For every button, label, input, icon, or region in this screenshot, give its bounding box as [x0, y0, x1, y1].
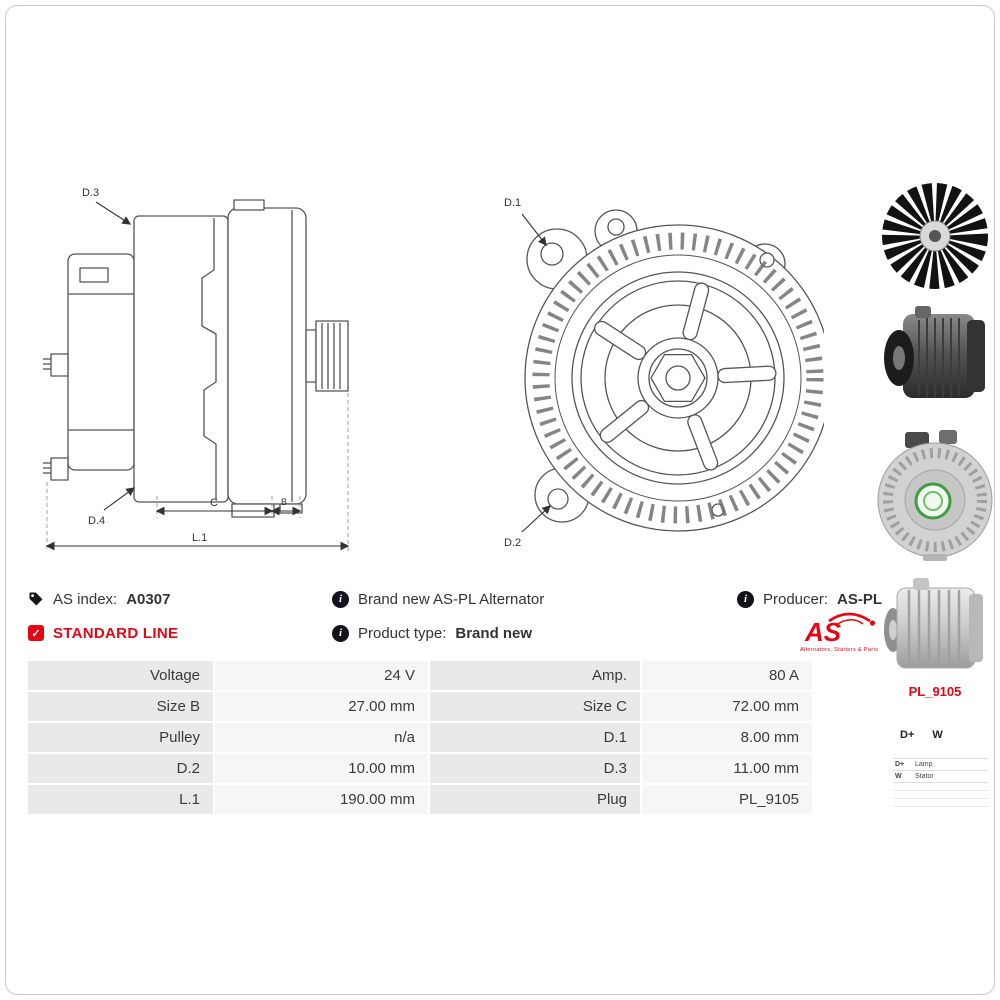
info-icon [737, 590, 754, 608]
pin-desc: Stator [915, 773, 934, 780]
spec-table: Voltage 24 V Amp. 80 A Size B 27.00 mm S… [26, 659, 814, 816]
logo-swoosh [828, 612, 871, 623]
as-pl-logo: AS Alternators, Starters & Parts [797, 610, 879, 659]
standard-line-row: STANDARD LINE [28, 623, 178, 643]
producer-label: Producer: [763, 590, 829, 608]
pin-name: W [895, 773, 902, 780]
terminal-stud-lower [50, 457, 69, 481]
as-index-value: A0307 [126, 590, 171, 608]
tag-icon [29, 592, 43, 606]
spec-label-cell: Size B [28, 692, 213, 721]
divider [893, 791, 989, 799]
table-row: Voltage 24 V Amp. 80 A [28, 661, 812, 690]
table-row: L.1 190.00 mm Plug PL_9105 [28, 785, 812, 814]
divider [893, 799, 989, 807]
pin-row: D+ Lamp [893, 759, 989, 771]
product-photo-rear-view [873, 428, 997, 562]
terminal-stud-upper [50, 353, 69, 377]
page-border [5, 5, 995, 995]
fan-blades [882, 183, 988, 289]
logo-tagline: Alternators, Starters & Parts [800, 647, 878, 653]
fan-nut [929, 230, 941, 242]
dim-label-d2: D.2 [504, 537, 521, 549]
product-type-value: Brand new [455, 624, 533, 642]
spec-value-cell: 8.00 mm [642, 723, 812, 752]
spec-value-cell: 24 V [215, 661, 428, 690]
plug-pins-header: D+ W [900, 729, 943, 741]
as-index-row: AS index: A0307 [28, 589, 170, 609]
plug-pin-table: D+ Lamp W Stator [893, 758, 989, 807]
spec-value-cell: 27.00 mm [215, 692, 428, 721]
product-type-row: Product type: Brand new [332, 623, 532, 643]
spec-label-cell: D.3 [430, 754, 640, 783]
spec-value-cell: PL_9105 [642, 785, 812, 814]
table-row: Size B 27.00 mm Size C 72.00 mm [28, 692, 812, 721]
info-icon [332, 624, 349, 642]
spec-label-cell: D.1 [430, 723, 640, 752]
as-index-label: AS index: [53, 590, 118, 608]
spec-value-cell: 10.00 mm [215, 754, 428, 783]
product-type-label: Product type: [358, 624, 447, 642]
brand-new-text: Brand new AS-PL Alternator [358, 590, 545, 608]
brand-new-row: Brand new AS-PL Alternator [332, 589, 544, 609]
product-photo-side-view [879, 300, 991, 410]
dim-label-d3: D.3 [82, 187, 99, 199]
spec-label-cell: Size C [430, 692, 640, 721]
product-photo-fan-view [878, 183, 992, 291]
producer-value: AS-PL [837, 590, 883, 608]
logo-text: AS [804, 617, 842, 647]
pin-name: D+ [895, 761, 905, 768]
spec-label-cell: Plug [430, 785, 640, 814]
table-row: Pulley n/a D.1 8.00 mm [28, 723, 812, 752]
d4-leader-line [103, 487, 136, 511]
info-icon [332, 590, 349, 608]
mounting-hole-d1 [540, 242, 564, 266]
plug-code: PL_9105 [908, 684, 962, 699]
spec-label-cell: D.2 [28, 754, 213, 783]
pin-desc: Lamp [915, 761, 933, 768]
dim-label-b: B [281, 497, 287, 507]
spec-value-cell: 80 A [642, 661, 812, 690]
dim-label-c: C [210, 497, 218, 509]
dim-label-d4: D.4 [88, 515, 105, 527]
front-bracket [227, 207, 307, 505]
mounting-hole-d2 [547, 488, 569, 510]
d3-leader-line [95, 201, 132, 225]
pin-row: W Stator [893, 771, 989, 783]
standard-line-label: STANDARD LINE [53, 624, 179, 642]
dim-label-d1: D.1 [504, 197, 521, 209]
spec-label-cell: Voltage [28, 661, 213, 690]
producer-row: Producer: AS-PL [737, 589, 882, 609]
product-photo-side-view-2 [879, 572, 991, 684]
rear-cover [67, 253, 135, 471]
divider [893, 783, 989, 791]
green-label [914, 482, 952, 520]
spec-value-cell: n/a [215, 723, 428, 752]
spec-value-cell: 11.00 mm [642, 754, 812, 783]
side-view-drawing: D.3 D.4 C B L.1 [43, 187, 350, 552]
cooling-slots-ring [532, 232, 824, 524]
dim-label-l1: L.1 [192, 532, 207, 544]
spec-value-cell: 72.00 mm [642, 692, 812, 721]
d2-leader-line [521, 505, 551, 533]
spec-label-cell: L.1 [28, 785, 213, 814]
checkbox-checked-icon [28, 625, 44, 641]
front-view-drawing: D.1 D.2 [504, 197, 824, 549]
d1-leader-line [521, 213, 547, 247]
pin-header-dplus: D+ [900, 729, 915, 741]
pin-header-w: W [932, 729, 943, 741]
spec-value-cell: 190.00 mm [215, 785, 428, 814]
spec-label-cell: Amp. [430, 661, 640, 690]
pulley-shaft [315, 320, 349, 392]
table-row: D.2 10.00 mm D.3 11.00 mm [28, 754, 812, 783]
spec-label-cell: Pulley [28, 723, 213, 752]
